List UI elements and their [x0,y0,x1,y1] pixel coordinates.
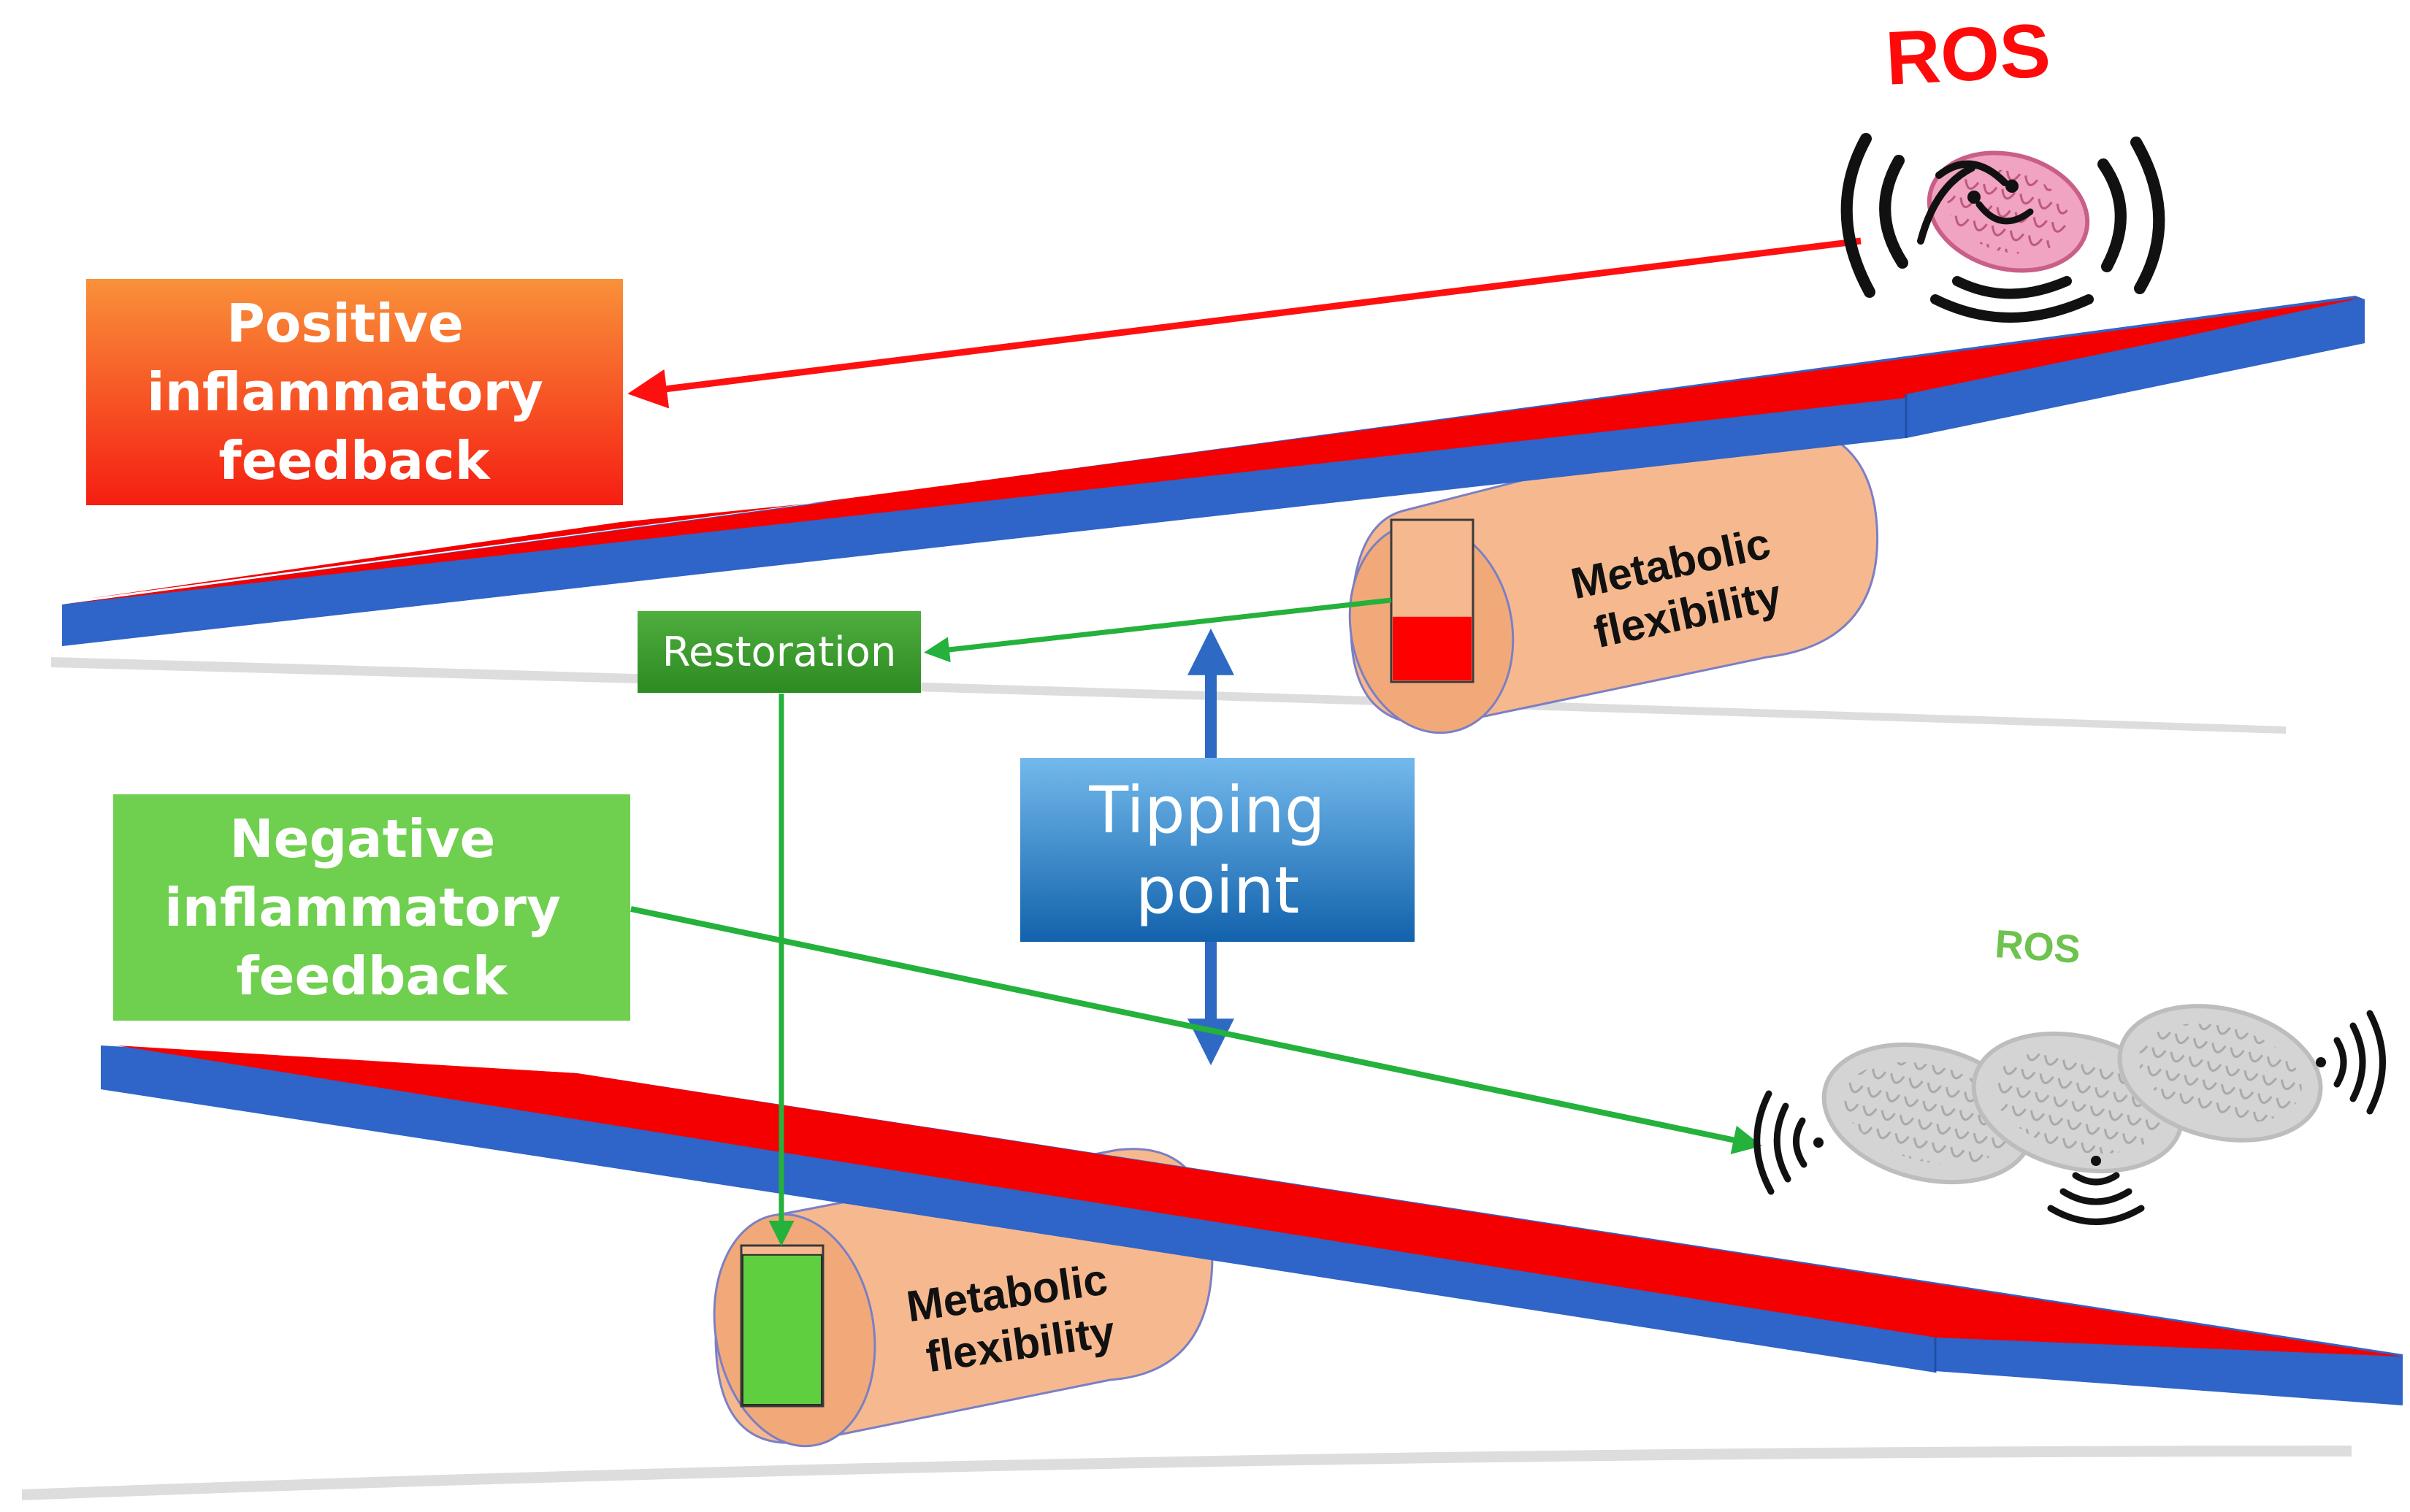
negative-feedback-box: Negative inflammatory feedback [113,794,630,1021]
top-gauge [1390,518,1474,683]
restoration-label: Restoration [662,629,897,676]
ros-low-label: ROS [1994,922,2082,972]
negative-to-mitochondria-arrow [630,906,1762,1155]
gauge-to-restoration-arrow [924,597,1392,663]
floor-shadows [22,657,2352,1500]
bottom-gauge-fill [742,1254,822,1406]
ros-to-positive-arrow [627,237,1862,409]
stressed-signal-waves [1840,133,2165,323]
negative-feedback-label: Negative inflammatory feedback [164,808,579,1007]
restoration-box: Restoration [638,611,921,693]
healthy-mitochondria-icon [1821,1004,2323,1185]
top-plank [62,296,2365,646]
tipping-point-label: Tipping point [1088,772,1345,928]
bottom-gauge [740,1244,825,1408]
bottom-plank [101,1045,2403,1405]
stressed-mitochondrion-icon [1917,150,2090,273]
top-gauge-fill [1393,616,1472,680]
tipping-point-box: Tipping point [1020,758,1415,942]
positive-feedback-box: Positive inflammatory feedback [86,279,623,505]
ros-high-label: ROS [1883,8,2052,101]
healthy-signal-waves [1753,1010,2386,1225]
positive-feedback-label: Positive inflammatory feedback [147,293,562,491]
